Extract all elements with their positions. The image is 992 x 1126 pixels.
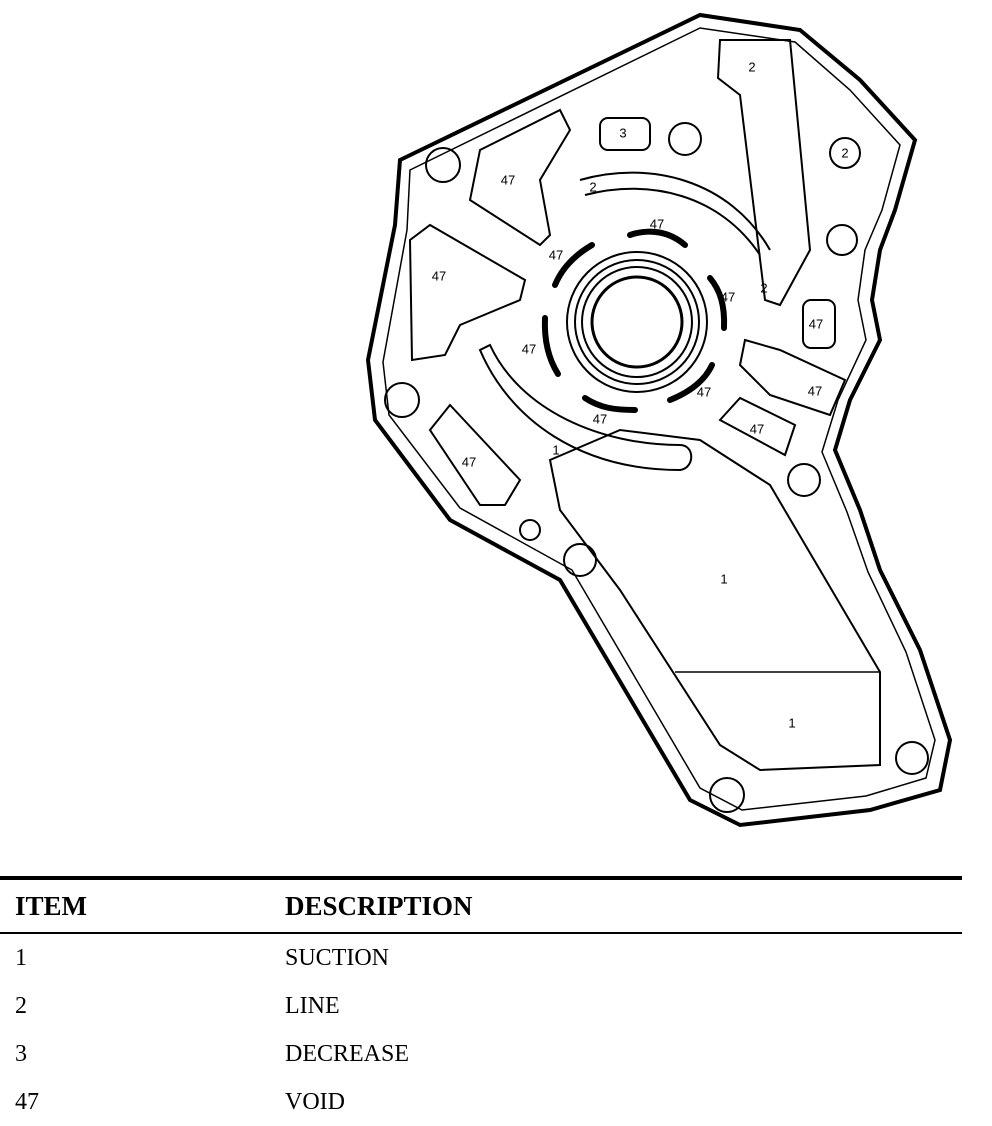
passage-void	[707, 275, 728, 331]
legend-row: 47 VOID	[0, 1078, 962, 1126]
callout-label: 1	[788, 715, 795, 730]
central-bore	[581, 266, 693, 378]
legend-row: 1 SUCTION	[0, 934, 962, 982]
legend-row: 2 LINE	[0, 982, 962, 1030]
callout-label: 47	[808, 383, 822, 398]
passage-void	[428, 403, 522, 506]
bolt-hole	[895, 741, 929, 775]
callout-label: 47	[721, 289, 735, 304]
callout-label: 47	[501, 172, 515, 187]
port-line-circle	[829, 137, 861, 169]
callout-label: 47	[432, 268, 446, 283]
legend-description: LINE	[285, 992, 340, 1019]
bolt-hole	[787, 463, 821, 497]
legend-row: 3 DECREASE	[0, 1030, 962, 1078]
legend-header-rule	[0, 932, 962, 934]
callout-label: 2	[589, 179, 596, 194]
bolt-hole	[826, 224, 858, 256]
passage-suction-arc	[478, 343, 693, 472]
passage-void	[738, 338, 847, 417]
callout-label: 47	[462, 454, 476, 469]
legend-item: 1	[15, 944, 27, 971]
passage-void	[718, 396, 797, 457]
bolt-hole	[519, 519, 541, 541]
bolt-hole	[668, 122, 702, 156]
legend-top-rule	[0, 876, 962, 880]
passage-line-arc	[579, 171, 771, 251]
passage-void	[627, 228, 688, 248]
callout-label: 47	[809, 316, 823, 331]
callout-label: 2	[841, 145, 848, 160]
callout-label: 47	[549, 247, 563, 262]
passage-void	[667, 362, 715, 403]
callout-label: 47	[650, 216, 664, 231]
callout-label: 2	[760, 280, 767, 295]
passage-decrease	[599, 117, 651, 151]
callout-label: 47	[593, 411, 607, 426]
legend-table: ITEM DESCRIPTION 1 SUCTION 2 LINE 3 DECR…	[0, 876, 962, 1126]
callout-label: 3	[619, 125, 626, 140]
legend-description: DECREASE	[285, 1040, 410, 1067]
passage-void	[802, 299, 836, 349]
bolt-hole	[709, 777, 745, 813]
passage-suction	[548, 428, 881, 772]
gasket-outline	[365, 12, 953, 828]
bolt-hole	[563, 543, 597, 577]
central-bore	[566, 251, 708, 393]
pump-gasket-diagram: 2 3 2 47 2 47 47 47 2 47 47 47 47 47 47 …	[365, 12, 953, 828]
callout-label: 47	[750, 421, 764, 436]
callout-label: 47	[522, 341, 536, 356]
gasket-inner-outline	[382, 27, 936, 811]
legend-header-item: ITEM	[15, 890, 88, 921]
bolt-hole	[425, 147, 461, 183]
legend-item: 3	[15, 1040, 27, 1067]
central-bore	[574, 259, 700, 385]
passage-void	[541, 315, 561, 377]
callout-label: 1	[720, 571, 727, 586]
callout-label: 1	[552, 442, 559, 457]
legend-item: 47	[15, 1088, 39, 1115]
passage-void	[468, 108, 572, 247]
callout-label: 47	[697, 384, 711, 399]
central-bore	[590, 275, 684, 369]
callout-label: 2	[748, 59, 755, 74]
passage-line-arc	[584, 187, 761, 256]
passage-void	[408, 223, 527, 362]
legend-header-description: DESCRIPTION	[285, 890, 473, 921]
legend-item: 2	[15, 992, 27, 1019]
passage-void	[582, 395, 638, 413]
legend-header-row: ITEM DESCRIPTION	[0, 880, 962, 932]
passage-void	[552, 242, 595, 288]
bolt-hole	[384, 382, 420, 418]
legend-description: SUCTION	[285, 944, 390, 971]
passage-line	[716, 39, 812, 307]
legend-description: VOID	[285, 1088, 345, 1115]
